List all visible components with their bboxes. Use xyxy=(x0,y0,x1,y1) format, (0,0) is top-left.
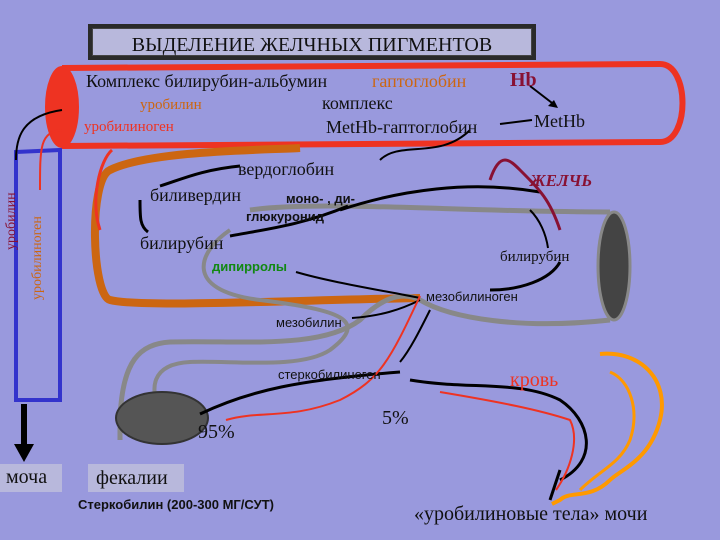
mesobilinogen-stercobilinogen-arrow xyxy=(399,309,431,363)
label-methb: MetHb xyxy=(534,111,585,131)
intestine-inner xyxy=(152,228,350,411)
kidney-inner xyxy=(578,370,636,492)
urobilin-vertical-loop xyxy=(14,147,62,402)
feces-box: фекалии xyxy=(88,464,184,492)
label-verdoglobin: вердоглобин xyxy=(238,159,335,179)
stercobilinogen-feces-path xyxy=(199,370,401,416)
urine-output-line xyxy=(548,469,562,501)
blood-vessel xyxy=(61,60,686,149)
label-percent-95: 95% xyxy=(198,421,235,443)
label-bilirubin-right: билирубин xyxy=(500,249,570,265)
label-methb-haptoglobin: MetHb-гаптоглобин xyxy=(326,117,478,137)
label-blood: кровь xyxy=(510,369,559,391)
label-haptoglobin: гаптоглобин xyxy=(372,71,467,91)
label-glucuronide: глюкуронид xyxy=(246,209,324,224)
haptoglobin-to-verdoglobin xyxy=(379,129,471,161)
urobilin-path xyxy=(15,109,63,161)
bilirubin-mesobilinogen-arrow xyxy=(489,261,562,292)
urine-box: моча xyxy=(0,464,62,492)
kidney-outline xyxy=(551,351,664,506)
biliverdin-bilirubin-arrow xyxy=(138,199,149,234)
label-stercobilin-daily: Стеркобилин (200-300 МГ/СУТ) xyxy=(78,497,274,512)
label-complex-bilirubin-albumin: Комплекс билирубин-альбумин xyxy=(86,71,328,91)
hb-methb-arrowhead xyxy=(548,100,558,108)
intestine-lower xyxy=(117,293,611,440)
label-feces: фекалии xyxy=(96,467,168,489)
page-title: ВЫДЕЛЕНИЕ ЖЕЛЧНЫХ ПИГМЕНТОВ xyxy=(131,34,493,56)
label-dipyrroles: дипирролы xyxy=(212,259,287,274)
label-mono-di: моно- , ди- xyxy=(286,191,355,206)
dipyrroles-arrow xyxy=(295,271,421,299)
feces-mass xyxy=(115,391,209,445)
label-urobilinogen-vertical: уробилиноген xyxy=(30,216,45,300)
label-mesobilinogen: мезобилиноген xyxy=(426,289,518,304)
urobilinogen-path xyxy=(39,129,63,191)
label-urine: моча xyxy=(6,466,48,488)
label-urobilin-bodies: «уробилиновые тела» мочи xyxy=(414,503,648,525)
label-percent-5: 5% xyxy=(382,407,409,429)
urine-arrow-head xyxy=(14,444,34,462)
label-bile: ЖЕЛЧЬ xyxy=(530,171,593,190)
mesobilinogen-mesobilin-arrow xyxy=(351,299,421,319)
intestine-opening xyxy=(596,210,632,322)
methb-complex-arrow xyxy=(499,119,533,125)
label-urobilin-top: уробилин xyxy=(140,97,202,113)
bilirubin-glucuronide-path xyxy=(229,204,349,238)
label-urobilinogen-top: уробилиноген xyxy=(84,119,174,135)
label-hb: Hb xyxy=(510,69,537,91)
label-mesobilin: мезобилин xyxy=(276,315,342,330)
title-box: ВЫДЕЛЕНИЕ ЖЕЛЧНЫХ ПИГМЕНТОВ xyxy=(88,24,536,60)
intestine-upper xyxy=(249,203,611,215)
liver-to-blood-red xyxy=(94,148,114,231)
label-stercobilinogen: стеркобилиноген xyxy=(278,367,381,382)
blood-kidney-black xyxy=(409,378,588,482)
blood-kidney-red xyxy=(439,391,575,491)
label-biliverdin: биливердин xyxy=(150,185,241,205)
label-complex: комплекс xyxy=(322,93,393,113)
portal-return-red xyxy=(225,295,421,421)
label-bilirubin-left: билирубин xyxy=(140,233,224,253)
glucuronide-bile-path xyxy=(339,185,541,212)
verdoglobin-biliverdin-arrow xyxy=(159,164,241,188)
bile-duct xyxy=(488,158,562,231)
blood-vessel-opening xyxy=(45,66,79,148)
label-urobilin-vertical: уробилин xyxy=(4,192,19,250)
bilirubin-right-arrow xyxy=(529,209,549,249)
